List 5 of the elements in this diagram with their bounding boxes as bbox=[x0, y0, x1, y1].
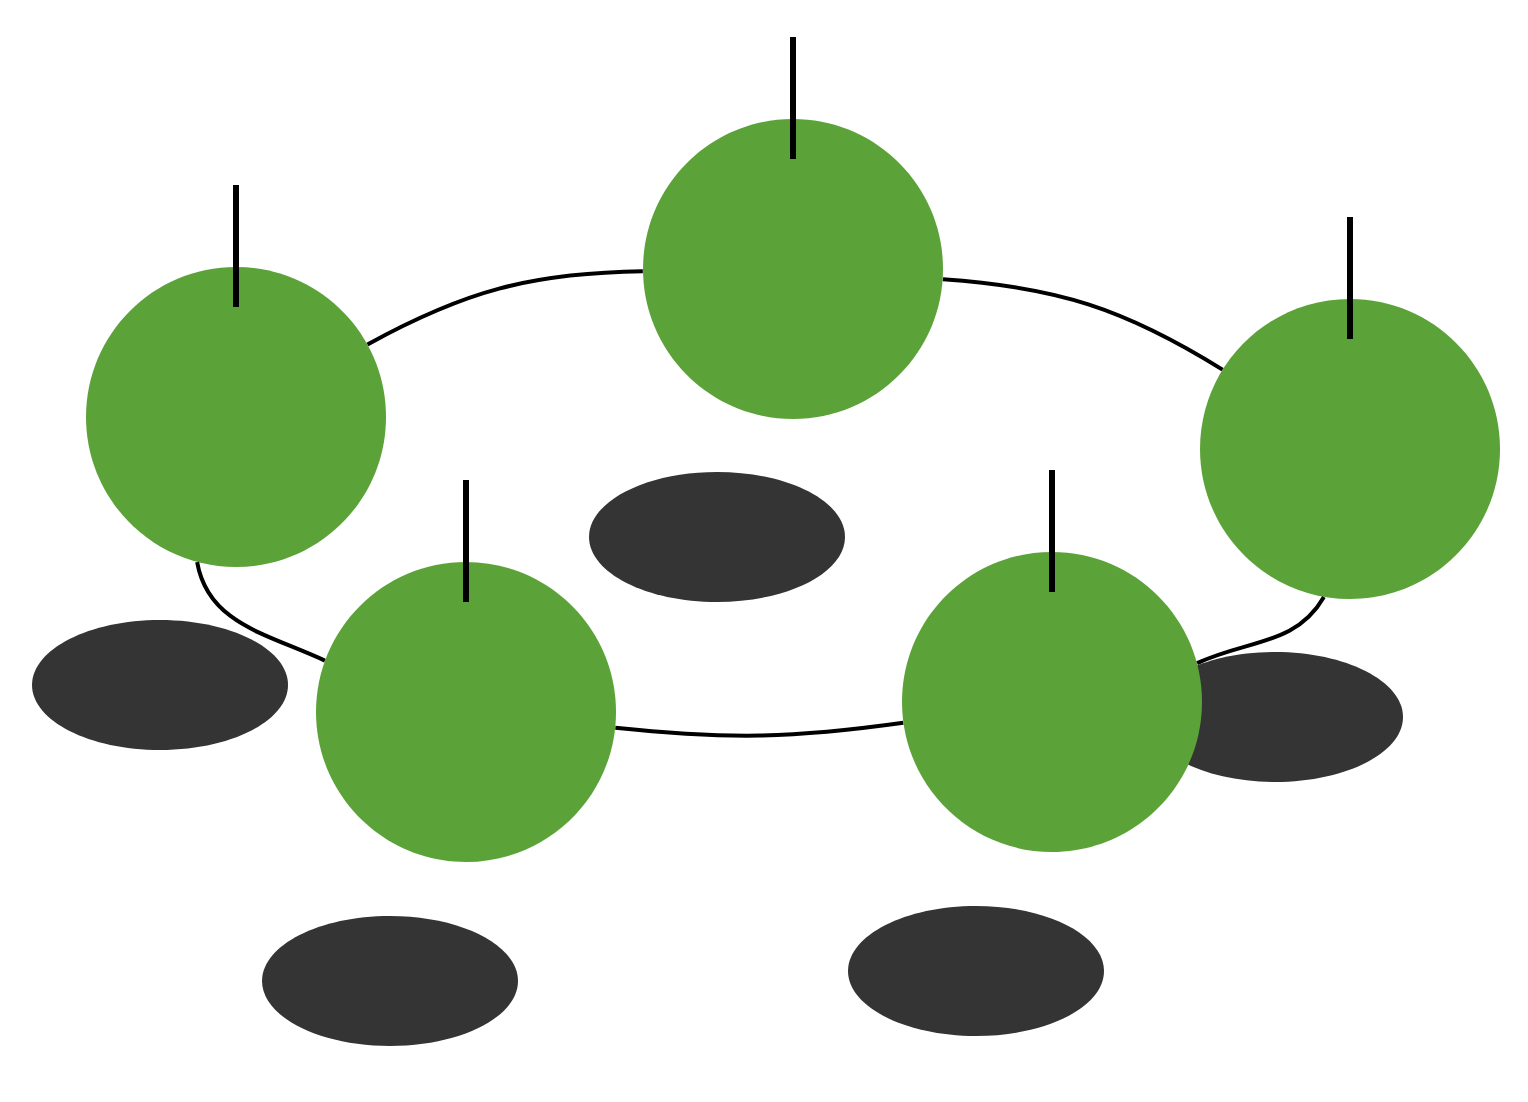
connector-line bbox=[195, 561, 326, 663]
connector-line bbox=[942, 277, 1224, 372]
connector-line bbox=[366, 269, 643, 347]
connector-line bbox=[615, 720, 904, 738]
connector-line bbox=[1196, 595, 1326, 665]
